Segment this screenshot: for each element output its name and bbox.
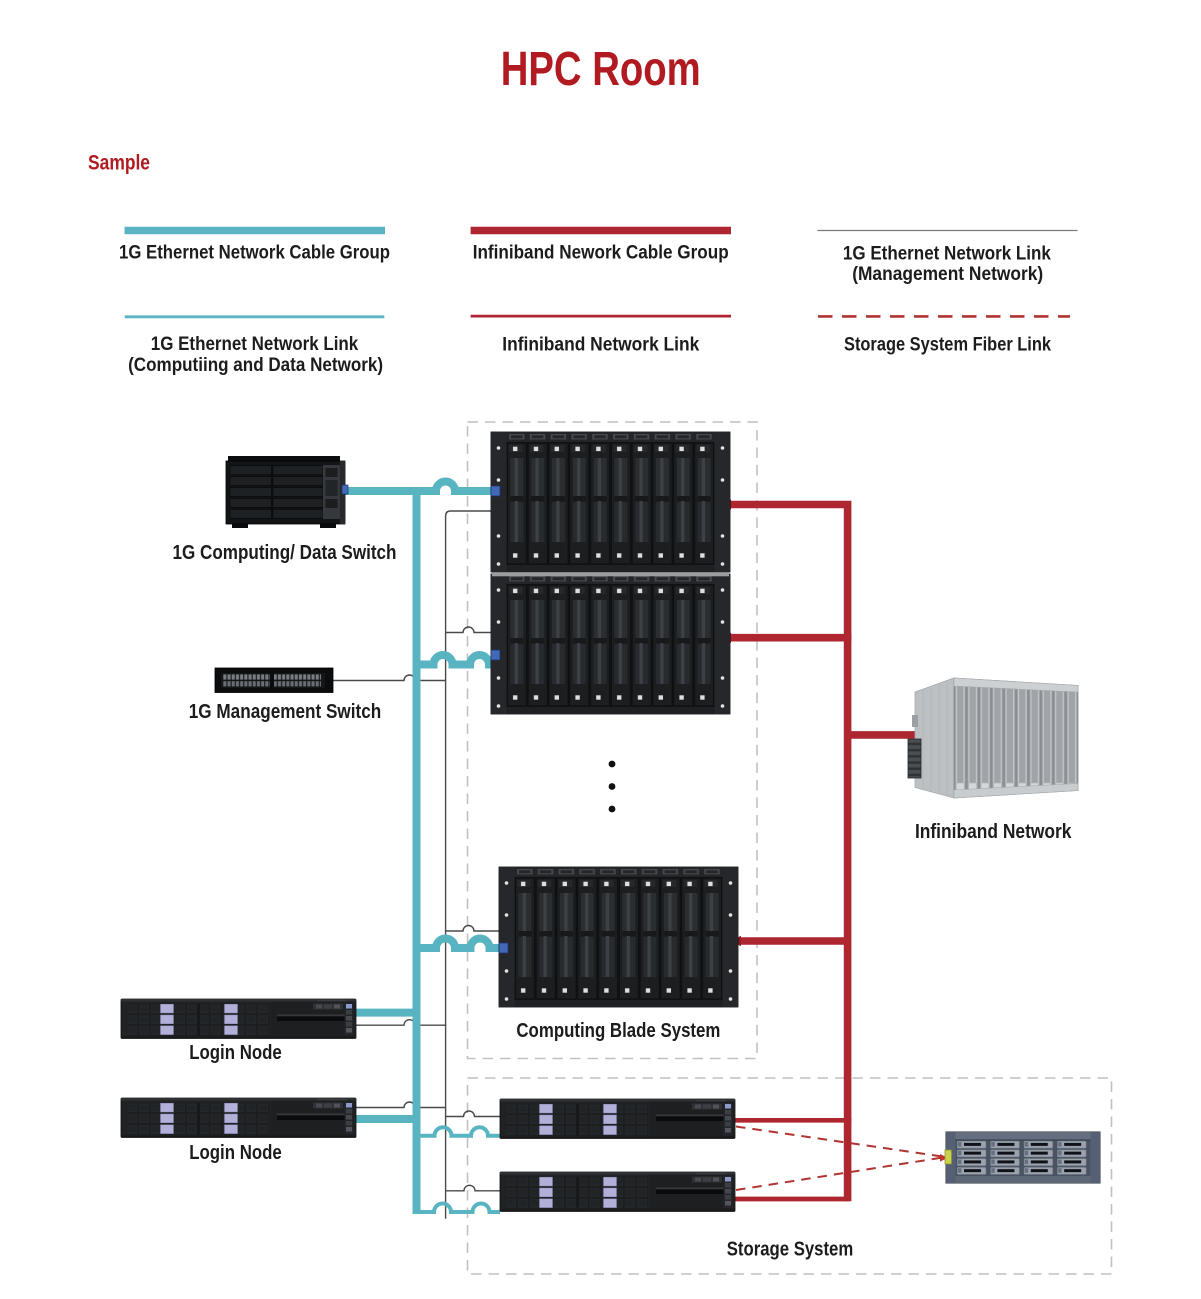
management-link-storage1 (445, 1110, 500, 1118)
ethernet-link-blade1 (344, 477, 492, 495)
fiber-arrowhead (940, 1154, 948, 1162)
storage-server-1-device (499, 1098, 736, 1139)
blade-chassis-3 (498, 866, 739, 1008)
login-node-1-label: Login Node (189, 1042, 282, 1064)
sample-watermark: Sample (88, 152, 150, 175)
management-switch-device (214, 667, 334, 693)
legend-label-storage-fiber-link: Storage System Fiber Link (844, 335, 1051, 356)
infiniband-switch-device (908, 678, 1078, 798)
legend-label-eth-link-mgmt: 1G Ethernet Network Link (843, 244, 1051, 265)
infiniband-network-label: Infiniband Network (915, 821, 1072, 843)
computing-switch-device (225, 455, 346, 529)
computing-blade-system-label: Computing Blade System (516, 1020, 720, 1042)
page-title: HPC Room (501, 42, 701, 96)
login-node-2-device (120, 1097, 357, 1138)
ethernet-link-storage2 (416, 1201, 500, 1214)
login-node-1-device (120, 998, 357, 1039)
infiniband-link-blade1-trunk (727, 500, 852, 1202)
legend-label-eth-link-comp: 1G Ethernet Network Link (151, 334, 359, 355)
legend-swatches (124, 226, 1078, 319)
management-link-blade2 (445, 626, 491, 634)
login-node-2-label: Login Node (189, 1142, 282, 1164)
fiber-link-storage1 (735, 1125, 947, 1158)
blue-connector-blade3 (498, 942, 509, 954)
ethernet-link-blade3 (416, 934, 500, 952)
blue-connector-blade1 (490, 485, 501, 497)
yellow-connector-storage-array (944, 1149, 952, 1165)
blade-chassis-2 (490, 573, 731, 715)
chassis-joint-highlight (492, 572, 729, 577)
blue-connectors (341, 484, 509, 954)
ellipsis-dots (608, 760, 616, 813)
legend-label-eth-link-mgmt-line2: (Management Network) (852, 264, 1043, 285)
management-link-storage2 (445, 1184, 500, 1192)
computing-switch-label: 1G Computing/ Data Switch (173, 542, 397, 564)
management-switch-label: 1G Management Switch (189, 701, 382, 723)
storage-array-device (945, 1131, 1101, 1184)
fiber-link-storage2 (735, 1156, 947, 1191)
storage-server-2-device (499, 1171, 736, 1212)
management-link-login2 (355, 1101, 446, 1109)
computing-blade-system-box (466, 421, 758, 1060)
management-network-links (333, 510, 500, 1219)
legend-label-eth-link-comp-line2: (Computiing and Data Network) (128, 355, 383, 376)
ethernet-network-links (344, 477, 500, 1214)
blade-chassis-1 (490, 431, 731, 573)
storage-system-box (466, 1077, 1113, 1275)
legend-label-eth-cable-group: 1G Ethernet Network Cable Group (119, 243, 390, 264)
management-link-login1 (355, 1019, 446, 1026)
ethernet-link-blade2 (416, 651, 493, 669)
management-switch-link (333, 674, 446, 682)
ethernet-link-storage1 (416, 1125, 500, 1138)
blue-connector-blade2 (490, 649, 501, 661)
blue-connector-switch (341, 484, 349, 495)
legend-label-ib-link: Infiniband Network Link (502, 335, 699, 356)
legend-label-ib-cable-group: Infiniband Nework Cable Group (473, 243, 729, 264)
management-trunk-line (444, 510, 491, 1219)
storage-system-label: Storage System (727, 1239, 854, 1261)
storage-fiber-links (735, 1125, 948, 1191)
infiniband-links (726, 499, 920, 1202)
management-link-blade3 (445, 924, 499, 932)
